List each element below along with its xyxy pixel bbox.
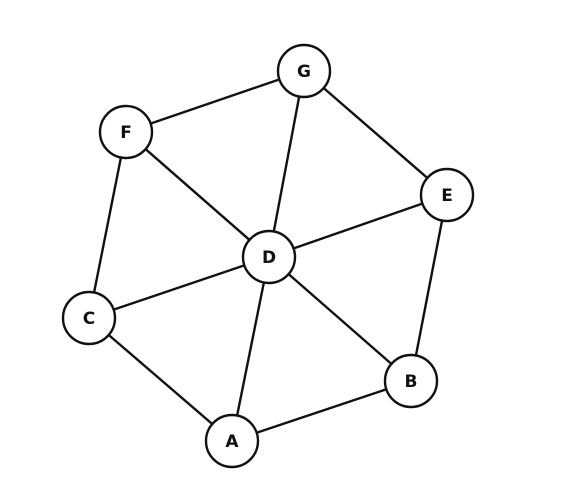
node-circle — [383, 353, 439, 409]
edge-g-d — [267, 69, 306, 259]
node-circle — [98, 104, 154, 160]
node-label: E — [441, 186, 453, 206]
node-circle — [241, 229, 297, 285]
node-label: G — [297, 62, 311, 82]
nodes-layer: G F E D C B A — [61, 43, 475, 469]
edge-c-a — [87, 316, 234, 443]
node-circle — [419, 167, 475, 223]
node-label: D — [262, 248, 276, 268]
edge-c-d — [87, 255, 271, 320]
edge-f-g — [124, 69, 306, 134]
node-a: A — [204, 413, 260, 469]
edge-f-c — [87, 130, 128, 320]
node-circle — [204, 413, 260, 469]
node-circle — [61, 290, 117, 346]
edge-f-d — [124, 130, 271, 259]
node-circle — [276, 43, 332, 99]
node-label: F — [120, 123, 132, 143]
edge-e-d — [267, 193, 449, 259]
edge-d-b — [267, 255, 413, 383]
node-label: B — [405, 372, 418, 392]
node-g: G — [276, 43, 332, 99]
node-b: B — [383, 353, 439, 409]
node-label: A — [225, 432, 239, 452]
edge-d-a — [230, 255, 271, 443]
node-d: D — [241, 229, 297, 285]
node-f: F — [98, 104, 154, 160]
node-c: C — [61, 290, 117, 346]
edge-a-b — [230, 379, 413, 443]
edges-layer — [87, 69, 449, 443]
node-label: C — [83, 309, 95, 329]
edge-g-e — [302, 69, 449, 197]
node-e: E — [419, 167, 475, 223]
edge-e-b — [409, 193, 449, 383]
